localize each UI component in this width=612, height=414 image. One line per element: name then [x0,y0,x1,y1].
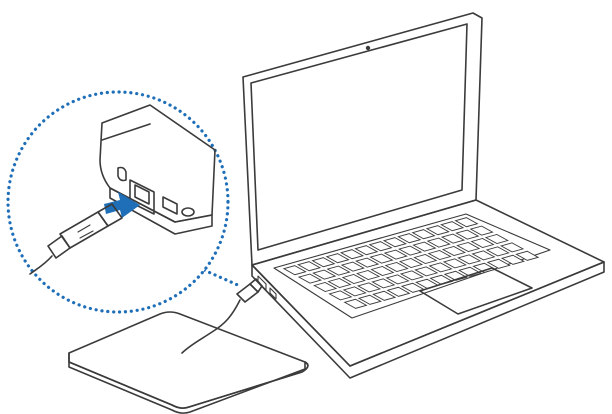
keyboard-key [368,241,393,252]
keyboard-key [457,254,482,265]
keyboard-key [356,282,382,293]
keyboard-key [412,241,437,252]
keyboard-key [499,242,525,253]
keyboard-key [328,290,353,301]
keyboard-key [354,245,379,256]
keyboard-key [311,257,336,268]
magnified-side-port [117,166,127,182]
keyboard-key [484,233,509,245]
keyboard-key [282,265,307,276]
keyboard-key [357,294,382,305]
keyboard-key [384,261,409,273]
keyboard-key [456,241,481,253]
keyboard-key [297,273,323,284]
keyboard-key [370,265,395,277]
arrow-right-icon [104,192,140,218]
keyboard-key [383,249,408,260]
callout-connector [186,261,242,288]
usb-port-callout [6,90,242,314]
keyboard-key [398,245,423,256]
keyboard-key [486,258,511,269]
keyboard-key [515,250,540,261]
usb-port-icon [129,179,155,215]
keyboard-key [414,266,439,277]
laptop-icon [242,12,605,379]
keyboard-key [371,278,396,289]
keyboard-key [312,269,337,280]
laptop-camera [365,45,371,51]
magnified-side-port [162,196,178,215]
keyboard-key [325,253,350,264]
keyboard-key [455,229,480,240]
keyboard-key [440,233,466,244]
magnified-usb-cable [29,255,53,275]
keyboard-key [397,233,422,244]
keyboard-key [500,254,526,265]
magnified-side-port [181,207,195,217]
laptop-screen [250,23,468,251]
keyboard-key [341,273,366,285]
keyboard-key [471,250,496,261]
keyboard-key [386,286,411,297]
keyboard-key [470,237,495,249]
laptop-side-port [269,287,277,300]
keyboard-key [342,286,367,297]
keyboard-key [426,237,451,248]
laptop-base-edge [251,261,605,379]
keyboard-key [355,257,380,268]
keyboard-key [428,262,453,273]
keyboard-key [313,281,338,293]
keyboard-key [369,253,394,264]
laptop-touchpad [419,267,533,315]
keyboard-key [411,229,436,240]
keyboard-key [327,277,352,289]
keyboard-key [340,261,365,272]
external-optical-drive-icon [68,311,309,414]
keyboard-key [442,258,467,269]
laptop-keys [282,217,540,309]
keyboard-key [413,253,438,265]
keyboard-key [427,249,452,261]
keyboard-key [425,225,450,236]
keyboard-key [355,269,381,281]
keyboard-key [382,237,407,248]
keyboard-key [343,298,368,309]
laptop-keyboard [273,213,551,319]
usb-cable [181,299,241,354]
keyboard-key [385,274,410,285]
keyboard-key [454,217,479,228]
keyboard-key [441,245,467,257]
keyboard-key [326,265,351,276]
keyboard-key [372,290,397,301]
magnified-laptop-edge [99,104,216,235]
laptop-lid [242,12,483,266]
keyboard-key [399,270,424,281]
usb-plug-icon [236,278,263,303]
keyboard-key [398,257,424,269]
keyboard-key [296,261,322,272]
keyboard-key [485,246,510,257]
laptop-side-port [257,275,267,291]
keyboard-key [339,249,365,260]
keyboard-key [440,221,465,232]
magnified-usb-plug [29,203,123,275]
keyboard-key [469,225,494,236]
